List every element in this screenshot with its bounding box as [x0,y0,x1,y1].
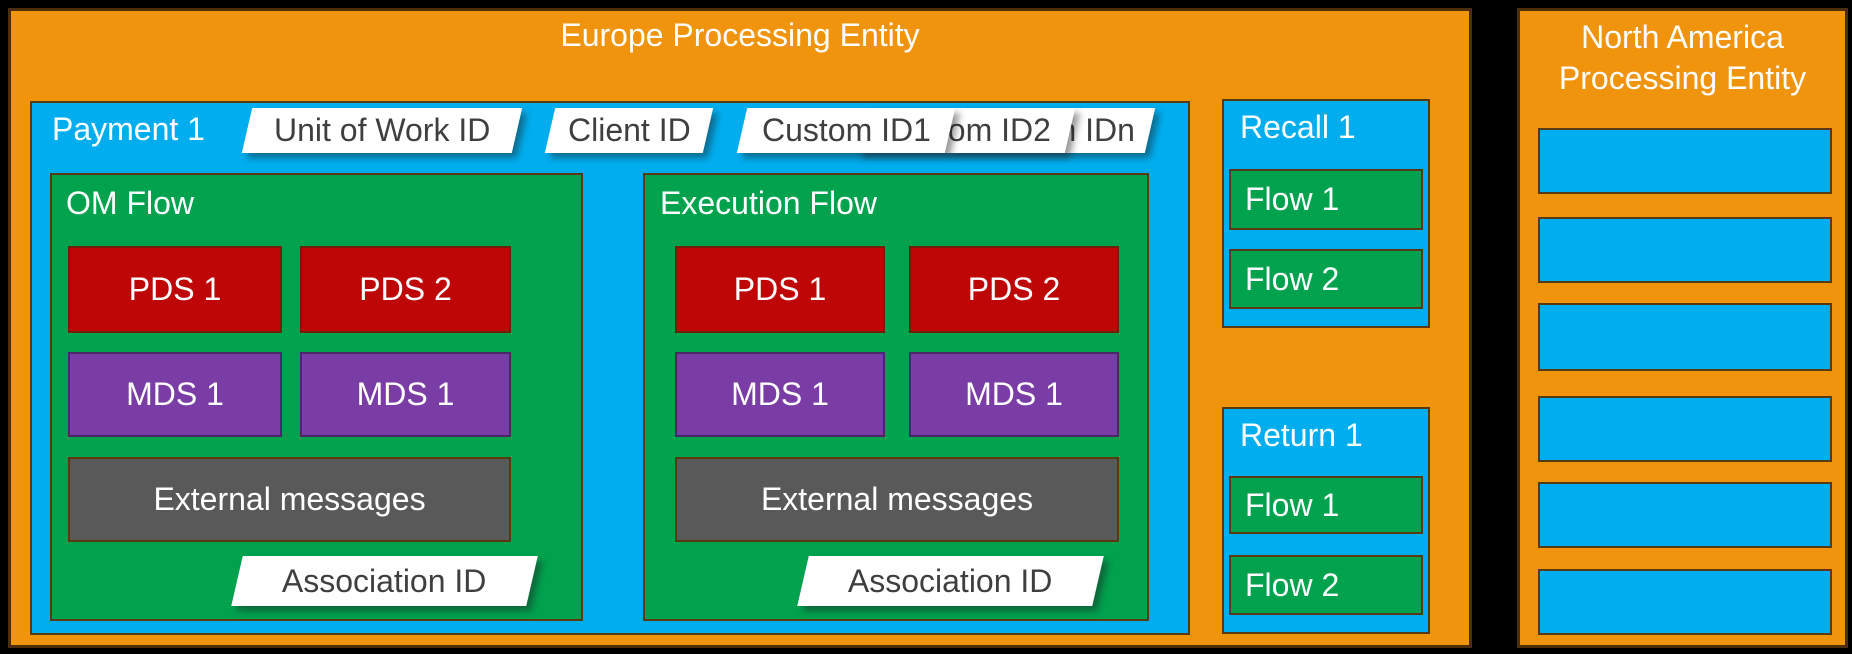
om-association-id-tag: Association ID [231,556,538,606]
om-pds2-label: PDS 2 [359,271,452,307]
om-pds1-box: PDS 1 [68,246,282,333]
execution-mds1-label: MDS 1 [731,376,829,412]
om-pds2-box: PDS 2 [300,246,511,333]
north-america-slot-3 [1538,303,1832,371]
north-america-slot-4 [1538,396,1832,462]
execution-association-id-label: Association ID [848,562,1053,599]
om-flow-title: OM Flow [66,185,194,221]
execution-association-id-tag: Association ID [797,556,1104,606]
recall-flow1-box: Flow 1 [1229,169,1423,230]
north-america-slot-5 [1538,482,1832,548]
recall-1-title: Recall 1 [1240,109,1356,145]
recall-flow2-label: Flow 2 [1245,260,1340,297]
execution-external-messages-box: External messages [675,457,1119,542]
om-external-messages-label: External messages [153,481,426,517]
execution-pds1-box: PDS 1 [675,246,885,333]
execution-pds1-label: PDS 1 [733,271,827,307]
payment-1-label: Payment 1 [52,111,205,147]
return-1-title: Return 1 [1240,417,1363,453]
north-america-processing-entity: North America Processing Entity [1517,8,1848,648]
execution-pds2-box: PDS 2 [909,246,1119,333]
unit-of-work-id-tag-label: Unit of Work ID [273,112,491,148]
execution-mds1-box: MDS 1 [675,352,885,437]
execution-mds2-label: MDS 1 [965,376,1063,412]
om-mds1-box: MDS 1 [68,352,282,437]
return-flow2-box: Flow 2 [1229,555,1423,615]
om-pds1-label: PDS 1 [128,271,222,307]
north-america-slot-6 [1538,569,1832,635]
execution-flow-title: Execution Flow [660,185,877,221]
north-america-slot-1 [1538,128,1832,194]
client-id-tag: Client ID [544,108,714,153]
payment-1-box: Payment 1 Custom IDn Custom ID2 Custom I… [30,101,1190,635]
om-association-id-label: Association ID [282,562,487,599]
europe-processing-entity: Europe Processing Entity Payment 1 Custo… [8,8,1472,648]
om-external-messages-box: External messages [68,457,511,542]
custom-id1-tag-label: Custom ID1 [761,112,931,148]
om-mds1-label: MDS 1 [126,376,224,412]
recall-flow1-label: Flow 1 [1245,181,1340,217]
europe-entity-title: Europe Processing Entity [560,17,920,53]
om-flow-box: OM Flow PDS 1 PDS 2 MDS 1 MDS 1 External… [50,173,583,621]
execution-external-messages-label: External messages [760,481,1034,517]
north-america-title-line1: North America [1581,19,1784,55]
unit-of-work-id-tag: Unit of Work ID [241,108,523,153]
return-flow2-label: Flow 2 [1245,566,1340,603]
north-america-title-line2: Processing Entity [1558,60,1807,96]
execution-flow-box: Execution Flow PDS 1 PDS 2 MDS 1 MDS 1 E… [643,173,1149,621]
recall-1-box: Recall 1 Flow 1 Flow 2 [1222,99,1430,328]
recall-flow2-box: Flow 2 [1229,249,1423,309]
return-1-box: Return 1 Flow 1 Flow 2 [1222,407,1430,634]
execution-mds2-box: MDS 1 [909,352,1119,437]
execution-pds2-label: PDS 2 [967,271,1061,307]
return-flow1-label: Flow 1 [1245,486,1340,523]
client-id-tag-label: Client ID [567,112,691,148]
custom-id1-tag: Custom ID1 [736,108,956,153]
om-mds2-box: MDS 1 [300,352,511,437]
om-mds2-label: MDS 1 [356,376,455,412]
north-america-slot-2 [1538,217,1832,283]
return-flow1-box: Flow 1 [1229,476,1423,534]
